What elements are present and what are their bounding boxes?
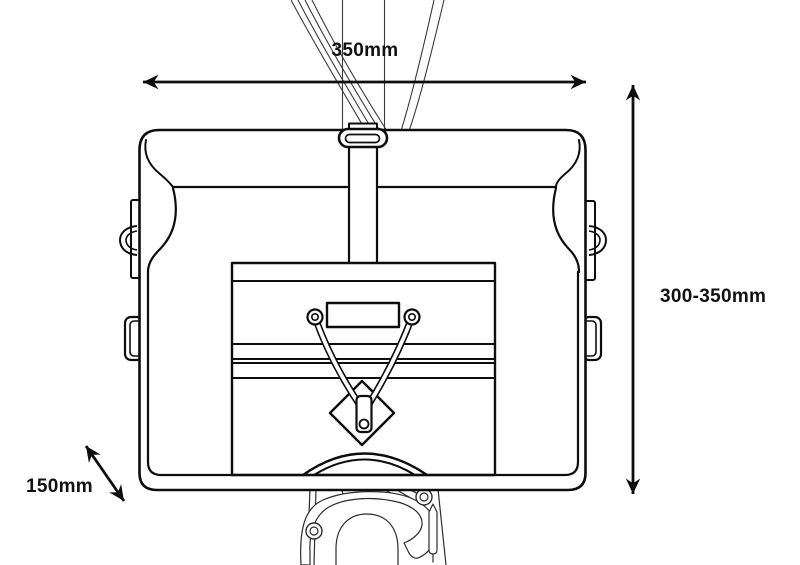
grommets: [306, 308, 421, 326]
depth-dimension-label: 150mm: [26, 476, 93, 497]
bungee-cords: [311, 313, 416, 408]
hook-clip: [355, 394, 373, 434]
roll-top-fold: [144, 139, 581, 274]
top-strap: [347, 145, 379, 265]
cables-sketch: [290, 0, 445, 132]
height-dimension-label: 300-350mm: [660, 286, 767, 307]
brand-label-patch: [325, 301, 401, 329]
bag-body: [138, 122, 587, 492]
depth-dimension-arrow: [84, 445, 126, 502]
strap-buckle: [337, 122, 389, 149]
front-panel: [230, 261, 497, 477]
width-dimension-label: 350mm: [331, 40, 399, 61]
brake-caliper-sketch: [300, 488, 447, 565]
head-tube-arch: [301, 452, 429, 477]
